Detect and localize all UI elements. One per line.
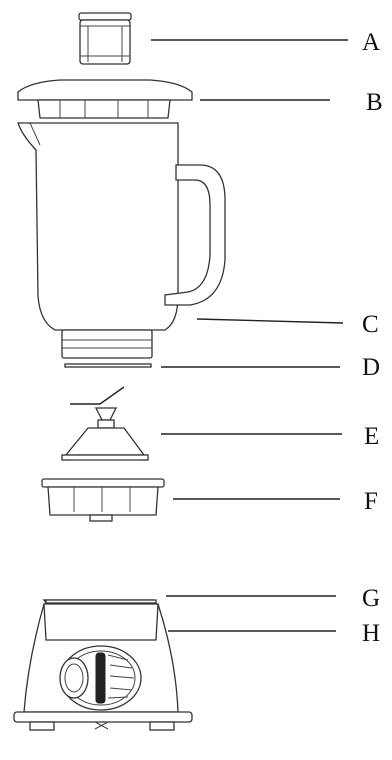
label-c: C xyxy=(362,311,379,338)
leader-line-c xyxy=(196,318,344,324)
part-e-blade-assembly xyxy=(61,386,149,461)
label-b: B xyxy=(366,89,383,116)
part-g-speed-knob xyxy=(59,645,142,711)
part-f-jug-base-coupling xyxy=(41,478,165,522)
part-c-jug xyxy=(17,122,226,359)
label-a: A xyxy=(362,29,380,56)
label-h: H xyxy=(362,620,380,647)
part-a-measuring-cap xyxy=(78,12,132,65)
leader-lines xyxy=(151,39,348,632)
label-e: E xyxy=(364,423,379,450)
part-b-lid xyxy=(17,79,193,119)
label-d: D xyxy=(362,354,380,381)
part-d-sealing-ring xyxy=(64,363,152,368)
label-g: G xyxy=(362,585,380,612)
label-f: F xyxy=(364,488,378,515)
part-labels: A B C D E F G H xyxy=(362,29,383,647)
